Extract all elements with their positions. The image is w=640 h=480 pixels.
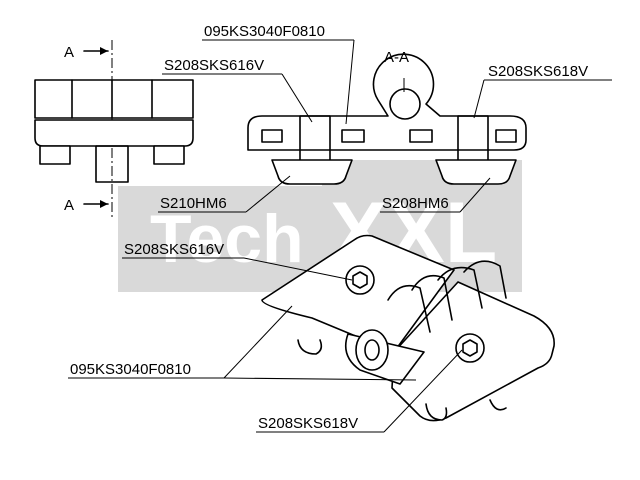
section-slot-2 (341, 129, 365, 143)
iso-foot-1 (297, 339, 323, 355)
watermark-text-left: Tech (150, 201, 304, 277)
iso-screw-head-right (455, 333, 485, 363)
label-nut-left: S210HM6 (160, 195, 227, 212)
section-slot-3 (409, 129, 433, 143)
label-screw-left-top: S208SKS616V (164, 57, 264, 74)
iso-foot-2 (425, 403, 448, 421)
label-nut-right: S208HM6 (382, 195, 449, 212)
nut-side (95, 145, 129, 183)
section-slot-1 (261, 129, 283, 143)
leader-lines (68, 39, 612, 433)
isometric-view (261, 234, 555, 422)
section-title: A-A (384, 49, 409, 66)
label-screw-right-top: S208SKS618V (488, 63, 588, 80)
section-nut-right (435, 159, 517, 185)
iso-foot-3 (489, 399, 507, 411)
side-view: A A (34, 40, 194, 218)
label-screw-right-iso: S208SKS618V (258, 415, 358, 432)
hinge-bottom-body (34, 119, 194, 147)
label-profile-iso: 095KS3040F0810 (70, 361, 191, 378)
section-pivot-hole (389, 88, 421, 120)
label-profile-top: 095KS3040F0810 (204, 23, 325, 40)
callout-labels: 095KS3040F0810 A-A S208SKS616V S208SKS61… (70, 23, 588, 432)
iso-screw-head-left (345, 265, 375, 295)
section-marker-bottom: A (64, 197, 74, 214)
foot-left (39, 145, 71, 165)
section-view (247, 53, 527, 185)
section-slot-4 (495, 129, 517, 143)
section-nut-left (271, 159, 353, 185)
section-body (247, 53, 527, 151)
section-marker-top: A (64, 44, 74, 61)
label-screw-left-iso: S208SKS616V (124, 241, 224, 258)
hinge-top-body (34, 79, 194, 119)
foot-right (153, 145, 185, 165)
